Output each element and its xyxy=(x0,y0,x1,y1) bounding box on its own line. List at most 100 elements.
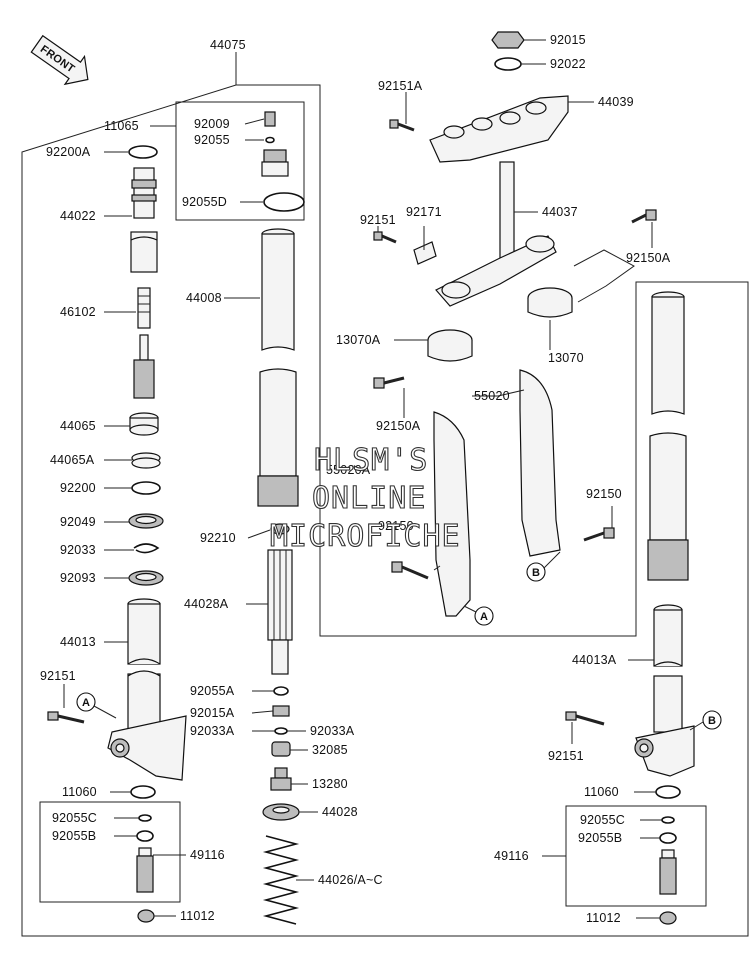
callout-b-guard: B xyxy=(526,551,561,582)
nut-92015a xyxy=(272,705,290,717)
label-13280: 13280 xyxy=(312,777,348,791)
bracket-92171 xyxy=(413,241,437,265)
label-92022: 92022 xyxy=(550,57,586,71)
ring-11060-left xyxy=(130,785,156,799)
callout-b-right-label: B xyxy=(708,715,716,727)
bolt-92150-center xyxy=(391,561,429,580)
spring-seat-44028 xyxy=(262,803,300,821)
steering-stem xyxy=(435,161,557,307)
bolt-92151-right xyxy=(565,711,605,726)
fork-guard-55020 xyxy=(519,369,561,557)
valve-right xyxy=(659,816,677,895)
label-92055: 92055 xyxy=(194,133,230,147)
callout-a-left-label: A xyxy=(82,697,90,709)
label-11012-right: 11012 xyxy=(586,911,621,925)
label-92055a: 92055A xyxy=(190,684,235,698)
label-55020a: 55020A xyxy=(326,463,371,477)
label-11065: 11065 xyxy=(104,119,139,133)
bolt-92151-left xyxy=(47,711,85,724)
label-92150-right: 92150 xyxy=(586,487,622,501)
label-92151-right: 92151 xyxy=(548,749,584,763)
label-44065a: 44065A xyxy=(50,453,95,467)
ring-92055a xyxy=(273,686,289,696)
label-44028a: 44028A xyxy=(184,597,229,611)
label-11012-left: 11012 xyxy=(180,909,215,923)
label-44075: 44075 xyxy=(210,38,246,52)
callout-a-guard: A xyxy=(463,605,494,626)
cylinder xyxy=(130,231,158,273)
label-44028: 44028 xyxy=(322,805,358,819)
label-92055b-left: 92055B xyxy=(52,829,96,843)
label-92210: 92210 xyxy=(200,531,236,545)
leader-lines xyxy=(63,39,662,919)
callout-a-left: A xyxy=(76,692,117,719)
bolt-92151-top xyxy=(373,231,397,244)
label-92055c-left: 92055C xyxy=(52,811,97,825)
cap-assembly-box xyxy=(175,101,305,221)
watermark-line3: MICROFICHE xyxy=(270,519,461,554)
label-92200a: 92200A xyxy=(46,145,91,159)
part-32085 xyxy=(271,741,291,757)
label-92150a-top: 92150A xyxy=(626,251,671,265)
label-44008: 44008 xyxy=(186,291,222,305)
outer-tube-right xyxy=(647,291,689,581)
part-labels: 44075 11065 92009 92055 92200A 92055D 44… xyxy=(40,33,671,925)
label-92093: 92093 xyxy=(60,571,96,585)
left-fork-frame xyxy=(21,84,749,937)
label-92151-top: 92151 xyxy=(360,213,396,227)
label-92055c-right: 92055C xyxy=(580,813,625,827)
label-44013: 44013 xyxy=(60,635,96,649)
bushing-44065 xyxy=(129,412,159,436)
ring-11060-right xyxy=(655,785,681,799)
damper-rod xyxy=(267,549,293,675)
label-13070: 13070 xyxy=(548,351,584,365)
label-49116-right: 49116 xyxy=(494,849,529,863)
damper-rod-head xyxy=(131,167,157,219)
label-92150-center: 92150 xyxy=(378,519,414,533)
fork-guard-55020a xyxy=(433,411,471,617)
label-44026: 44026/A~C xyxy=(318,873,383,887)
piston xyxy=(133,334,155,399)
lower-leg-right xyxy=(634,604,695,777)
label-44039: 44039 xyxy=(598,95,634,109)
bolt-92151a xyxy=(389,119,415,132)
label-13070a: 13070A xyxy=(336,333,381,347)
bolt-92150-right xyxy=(583,527,615,542)
nut-92015 xyxy=(491,31,525,49)
cap-assembly xyxy=(261,111,305,212)
label-11060-right: 11060 xyxy=(584,785,619,799)
lower-leg-left xyxy=(107,598,187,781)
ring-92200 xyxy=(131,481,161,495)
label-46102: 46102 xyxy=(60,305,96,319)
label-92033a-right: 92033A xyxy=(310,724,355,738)
front-arrow: FRONT xyxy=(30,34,89,86)
label-92151-left: 92151 xyxy=(40,669,76,683)
label-92049: 92049 xyxy=(60,515,96,529)
rod xyxy=(137,287,151,329)
ring-92033a xyxy=(274,727,288,735)
label-92055b-right: 92055B xyxy=(578,831,622,845)
label-32085: 32085 xyxy=(312,743,348,757)
label-44013a: 44013A xyxy=(572,653,617,667)
label-49116-left: 49116 xyxy=(190,848,225,862)
top-clamp-44039 xyxy=(429,95,569,163)
watermark-line1: HLSM'S xyxy=(314,443,428,478)
label-92009: 92009 xyxy=(194,117,230,131)
watermark: HLSM'S ONLINE MICROFICHE xyxy=(269,442,461,554)
label-44065: 44065 xyxy=(60,419,96,433)
callout-b-guard-label: B xyxy=(532,567,540,579)
label-44022: 44022 xyxy=(60,209,96,223)
label-11060-left: 11060 xyxy=(62,785,97,799)
label-92015a: 92015A xyxy=(190,706,235,720)
label-92033: 92033 xyxy=(60,543,96,557)
bushing-44065a xyxy=(131,452,161,469)
label-92171: 92171 xyxy=(406,205,442,219)
bolt-92150a-mid xyxy=(373,376,405,389)
part-13280 xyxy=(270,767,292,791)
label-92150a-mid: 92150A xyxy=(376,419,421,433)
label-92015: 92015 xyxy=(550,33,586,47)
clamp-13070 xyxy=(527,287,573,318)
valve-left xyxy=(136,814,154,893)
fork-spring xyxy=(262,835,300,925)
